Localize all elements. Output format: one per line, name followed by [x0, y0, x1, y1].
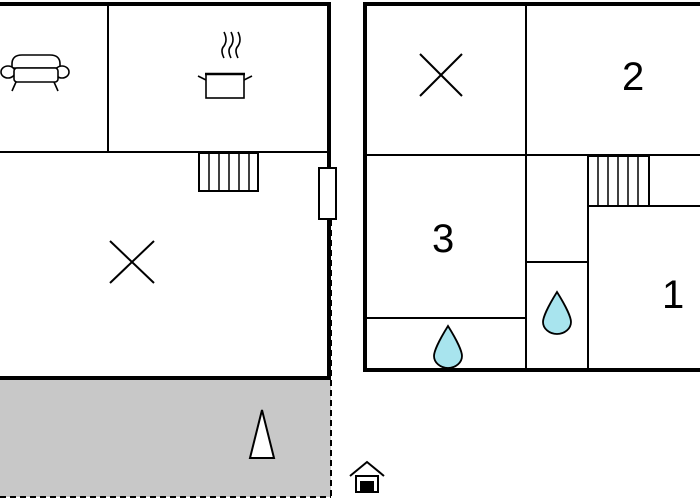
staircase-icon	[587, 155, 650, 207]
cross-mark-icon	[109, 240, 155, 284]
door-right-wall	[318, 167, 337, 220]
cross-mark-icon	[419, 53, 463, 97]
sofa-icon	[0, 54, 70, 92]
room-label-3: 3	[432, 217, 454, 261]
water-drop-icon	[542, 290, 572, 335]
room-label-2: 2	[622, 55, 644, 99]
room-label-1: 1	[662, 273, 684, 317]
staircase-icon	[198, 152, 259, 192]
terrace-area	[0, 380, 331, 497]
entrance-house-icon	[349, 460, 385, 493]
ground-floor	[0, 2, 385, 498]
north-arrow-icon	[248, 409, 276, 459]
upper-floor: 2 3 1	[363, 2, 700, 372]
water-drop-icon	[433, 324, 463, 369]
cooking-pot-icon	[197, 31, 253, 99]
